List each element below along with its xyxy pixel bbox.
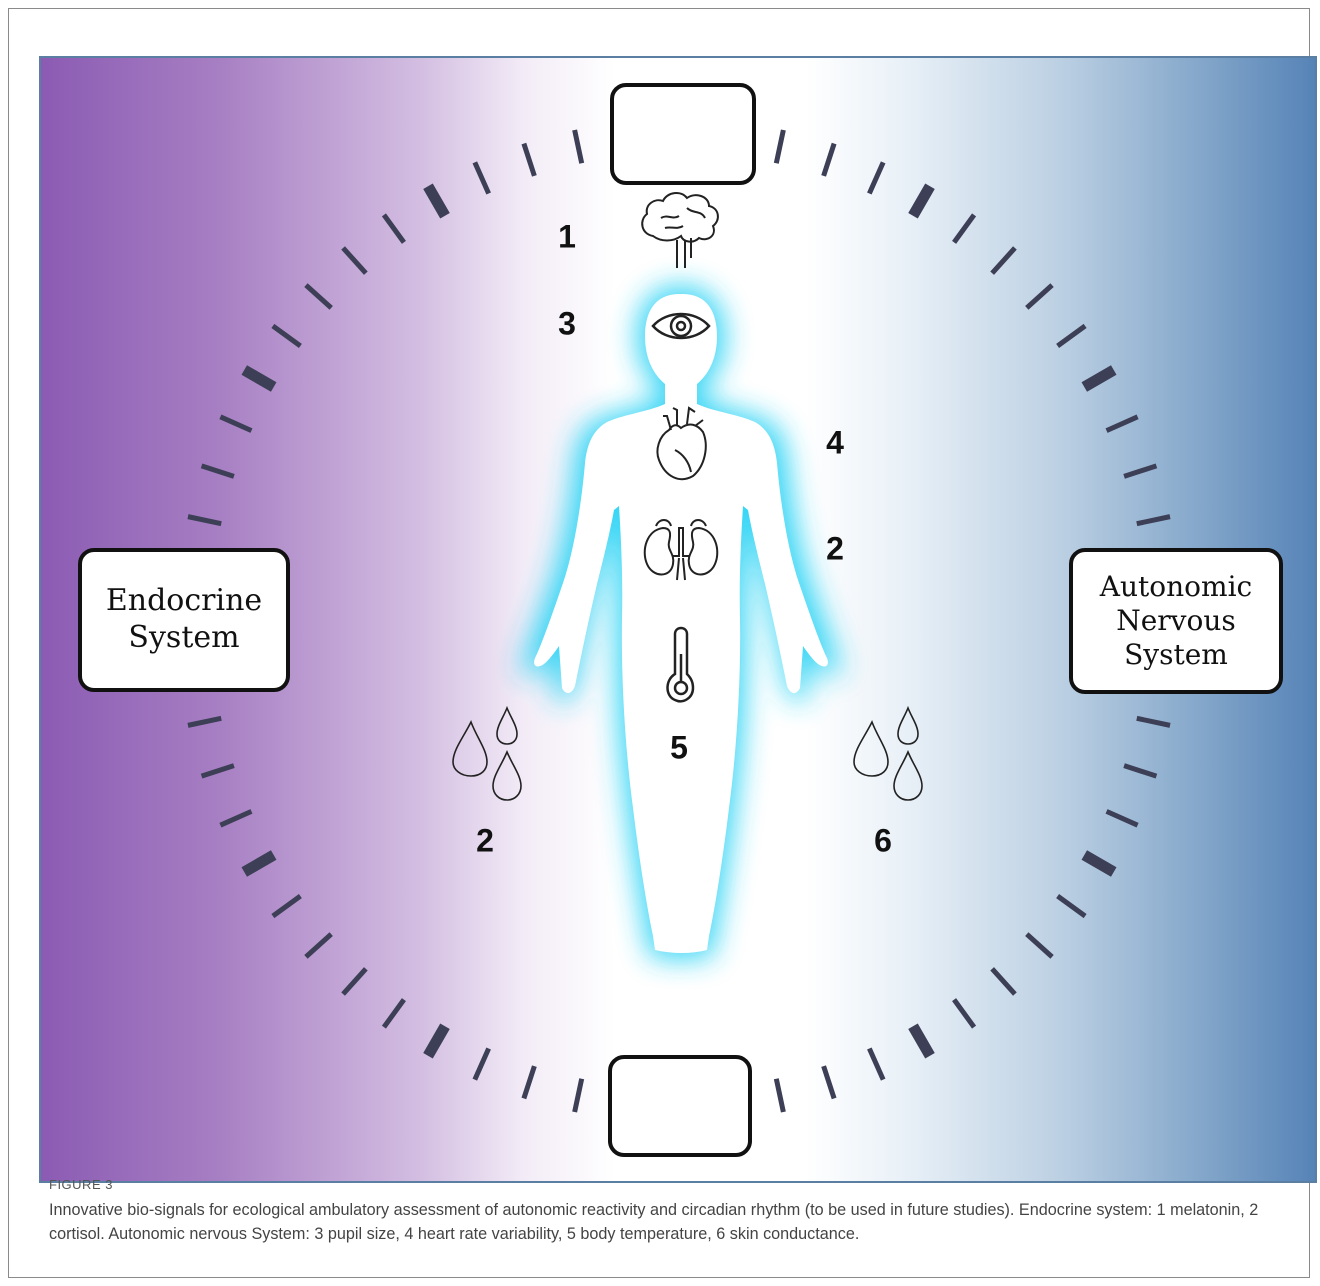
- clock-tick: [1025, 932, 1054, 959]
- clock-tick-major: [1081, 850, 1117, 877]
- autonomic-nervous-system-box: Autonomic Nervous System: [1069, 548, 1283, 694]
- clock-tick: [219, 809, 253, 828]
- heart-icon: [656, 406, 707, 481]
- figure-caption: FIGURE 3 Innovative bio-signals for ecol…: [49, 1177, 1299, 1246]
- clock-tick-major: [1081, 365, 1117, 392]
- label-heart-number: 4: [826, 424, 844, 461]
- clock-tick: [304, 932, 333, 959]
- clock-tick: [867, 161, 886, 195]
- clock-tick: [952, 998, 977, 1029]
- clock-tick: [381, 998, 406, 1029]
- clock-tick: [773, 129, 786, 164]
- brain-icon: [641, 192, 719, 268]
- clock-tick: [1105, 414, 1139, 433]
- clock-tick: [271, 323, 302, 348]
- clock-tick: [472, 1047, 491, 1081]
- night-box: [608, 1055, 752, 1157]
- clock-tick: [821, 1065, 837, 1100]
- sweat-drops-icon: [452, 705, 522, 801]
- clock-tick: [521, 1065, 537, 1100]
- eye-icon: [651, 312, 711, 340]
- clock-tick: [381, 213, 406, 244]
- clock-tick-major: [908, 183, 935, 219]
- clock-tick-major: [241, 850, 277, 877]
- clock-tick: [271, 894, 302, 919]
- clock-tick-major: [241, 365, 277, 392]
- clock-tick: [1123, 463, 1158, 479]
- clock-tick: [1123, 763, 1158, 779]
- label-right-drops-number: 6: [874, 822, 892, 859]
- clock-tick: [821, 142, 837, 177]
- clock-tick: [1025, 283, 1054, 310]
- human-body: [521, 286, 841, 959]
- clock-tick: [341, 246, 368, 275]
- clock-tick: [200, 463, 235, 479]
- clock-tick: [219, 414, 253, 433]
- clock-tick: [572, 1078, 585, 1113]
- figure-frame: Endocrine System Autonomic Nervous Syste…: [8, 8, 1317, 1278]
- label-left-drops-number: 2: [476, 822, 494, 859]
- clock-tick: [1056, 323, 1087, 348]
- clock-tick-major: [908, 1023, 935, 1059]
- clock-ticks: [187, 129, 1171, 1113]
- figure-panel: Endocrine System Autonomic Nervous Syste…: [39, 56, 1317, 1183]
- clock-tick-major: [423, 1023, 450, 1059]
- clock-tick: [867, 1047, 886, 1081]
- endocrine-system-label: Endocrine System: [105, 583, 263, 655]
- clock-tick: [187, 715, 222, 728]
- figure-label: FIGURE 3: [49, 1177, 113, 1192]
- label-eye-number: 3: [558, 305, 576, 342]
- autonomic-nervous-system-label: Autonomic Nervous System: [1099, 569, 1253, 672]
- clock-tick: [952, 213, 977, 244]
- thermometer-icon: [666, 626, 695, 703]
- label-temperature-number: 5: [670, 729, 688, 766]
- clock-tick: [1105, 809, 1139, 828]
- clock-tick-major: [423, 183, 450, 219]
- clock-tick: [1056, 894, 1087, 919]
- clock-tick: [187, 514, 222, 527]
- label-brain-number: 1: [558, 218, 576, 255]
- clock-tick: [1136, 514, 1171, 527]
- clock-tick: [521, 142, 537, 177]
- clock-tick: [990, 967, 1017, 996]
- clock-tick: [572, 129, 585, 164]
- clock-tick: [304, 283, 333, 310]
- clock-tick: [990, 246, 1017, 275]
- clock-tick: [341, 967, 368, 996]
- clock-tick: [472, 161, 491, 195]
- clock-tick: [200, 763, 235, 779]
- endocrine-system-box: Endocrine System: [78, 548, 290, 692]
- figure-caption-text: Innovative bio-signals for ecological am…: [49, 1201, 1259, 1243]
- sweat-drops-icon: [853, 705, 923, 801]
- clock-tick: [1136, 715, 1171, 728]
- kidneys-icon: [643, 519, 719, 581]
- clock-tick: [773, 1078, 786, 1113]
- label-kidneys-number: 2: [826, 530, 844, 567]
- day-box: [610, 83, 756, 185]
